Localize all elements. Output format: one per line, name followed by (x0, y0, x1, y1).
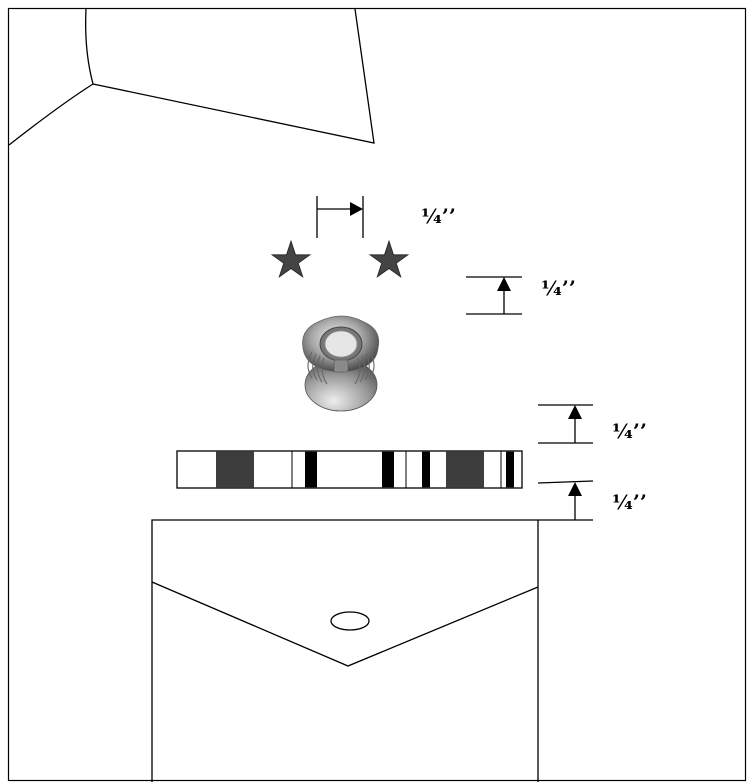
star-spacing-label: ¼’’ (421, 204, 456, 228)
stars-to-badge-dimension (466, 276, 522, 315)
badge-to-ribbon-dimension (538, 404, 593, 444)
star-icon (368, 239, 410, 279)
arrow-right-icon (350, 202, 363, 216)
star-icon (270, 239, 312, 279)
stars-to-badge-label: ¼’’ (541, 276, 576, 300)
badge-to-ribbon-label: ¼’’ (612, 419, 647, 443)
ribbon-bar (176, 450, 523, 489)
shirt-collar (8, 8, 375, 146)
button-icon (330, 611, 370, 631)
star-spacing-dimension (316, 196, 364, 238)
ribbon-to-pocket-dimension (537, 480, 594, 521)
arrow-up-icon (568, 482, 582, 496)
ribbon-to-pocket-label: ¼’’ (612, 490, 647, 514)
diver-helmet-badge-icon (302, 315, 380, 412)
shirt-pocket (151, 519, 539, 782)
page-border (7, 7, 747, 782)
arrow-up-icon (568, 405, 582, 419)
arrow-up-icon (497, 277, 511, 291)
